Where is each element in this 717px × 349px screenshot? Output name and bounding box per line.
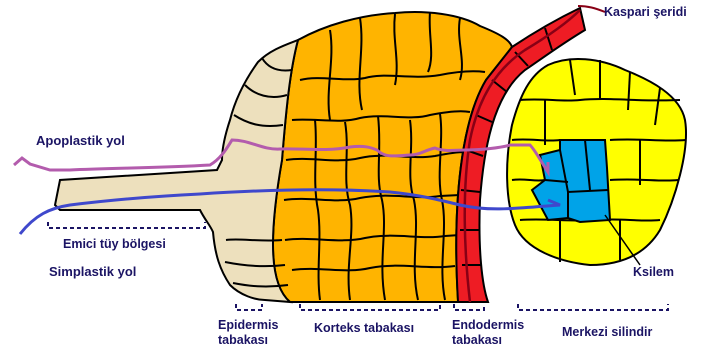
endodermis-bracket (454, 304, 484, 310)
label-simplastik-yol: Simplastik yol (49, 264, 136, 279)
kaspari-pointer (578, 6, 605, 12)
emici-bracket (48, 222, 205, 228)
merkezi-bracket (518, 304, 668, 310)
label-epidermis-line2: tabakası (218, 333, 278, 348)
korteks-bracket (300, 304, 440, 310)
epidermis-layer (55, 40, 298, 302)
epidermis-bracket (236, 304, 262, 310)
label-ksilem: Ksilem (633, 265, 674, 279)
epidermis-fill (55, 40, 298, 302)
label-endodermis-line2: tabakası (452, 333, 524, 348)
label-merkezi-silindir: Merkezi silindir (562, 325, 652, 339)
label-emici-tuy-bolgesi: Emici tüy bölgesi (63, 237, 166, 251)
label-apoplastik-yol: Apoplastik yol (36, 133, 125, 148)
label-endodermis-line1: Endodermis (452, 318, 524, 333)
label-korteks-tabakasi: Korteks tabakası (314, 321, 414, 335)
label-epidermis-line1: Epidermis (218, 318, 278, 333)
label-endodermis-tabakasi: Endodermis tabakası (452, 318, 524, 348)
label-kaspari-seridi: Kaspari şeridi (604, 5, 687, 19)
label-epidermis-tabakasi: Epidermis tabakası (218, 318, 278, 348)
